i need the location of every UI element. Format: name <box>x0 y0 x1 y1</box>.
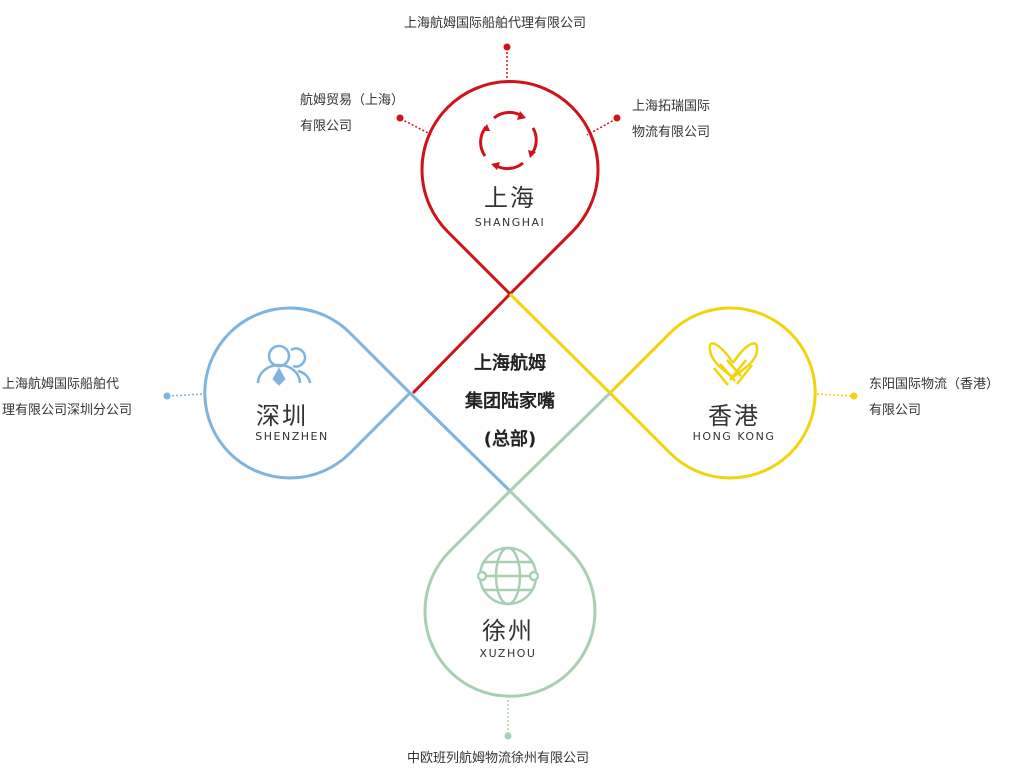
shanghai-right-leader <box>586 114 621 136</box>
cycle-arrows-icon <box>479 110 538 171</box>
shanghai-left-leader <box>396 114 433 136</box>
company-sh-left-line1: 航姆贸易（上海） <box>300 93 405 108</box>
hq-line-3: (总部) <box>483 429 537 450</box>
shanghai-city-name: 上海 <box>484 184 536 212</box>
company-sh-right-line1: 上海拓瑞国际 <box>632 99 711 114</box>
shenzhen-city-name: 深圳 <box>256 402 308 430</box>
hongkong-city-name: 香港 <box>708 402 760 430</box>
hongkong-city-en: HONG KONG <box>692 430 776 443</box>
handshake-heart-icon <box>708 342 759 386</box>
xuzhou-city-en: XUZHOU <box>479 647 537 660</box>
headquarters-label: 上海航姆 集团陆家嘴 (总部) <box>410 345 610 459</box>
hongkong-leader <box>816 392 858 400</box>
shenzhen-city-en: SHENZHEN <box>255 430 329 443</box>
company-hk-line1: 东阳国际物流（香港） <box>869 377 1000 392</box>
company-sz-line2: 理有限公司深圳分公司 <box>2 403 133 418</box>
xuzhou-leader <box>504 700 512 740</box>
shenzhen-teardrop <box>203 306 512 493</box>
hq-line-2: 集团陆家嘴 <box>465 391 555 412</box>
xuzhou-city-name: 徐州 <box>482 617 534 645</box>
company-sh-right-line2: 物流有限公司 <box>632 125 711 140</box>
xuzhou-teardrop <box>423 391 612 698</box>
shanghai-teardrop <box>411 80 600 395</box>
globe-icon <box>476 546 540 606</box>
company-shenzhen: 上海航姆国际船舶代理有限公司深圳分公司 <box>2 372 132 424</box>
company-sh-right: 上海拓瑞国际物流有限公司 <box>632 94 710 146</box>
shanghai-top-leader <box>503 43 511 84</box>
company-sh-left-line2: 有限公司 <box>300 119 353 134</box>
company-hk-line2: 有限公司 <box>869 403 922 418</box>
shenzhen-leader <box>163 392 205 400</box>
company-sz-line1: 上海航姆国际船舶代 <box>2 377 120 392</box>
company-hongkong: 东阳国际物流（香港） 有限公司 <box>869 372 999 424</box>
hongkong-teardrop <box>508 292 817 480</box>
company-xuzhou: 中欧班列航姆物流徐州有限公司 <box>407 751 590 766</box>
people-icon <box>256 344 312 386</box>
hq-line-1: 上海航姆 <box>474 353 546 374</box>
company-sh-left: 航姆贸易（上海） 有限公司 <box>300 88 404 140</box>
shanghai-city-en: SHANGHAI <box>474 216 546 229</box>
company-sh-top: 上海航姆国际船舶代理有限公司 <box>404 16 587 31</box>
